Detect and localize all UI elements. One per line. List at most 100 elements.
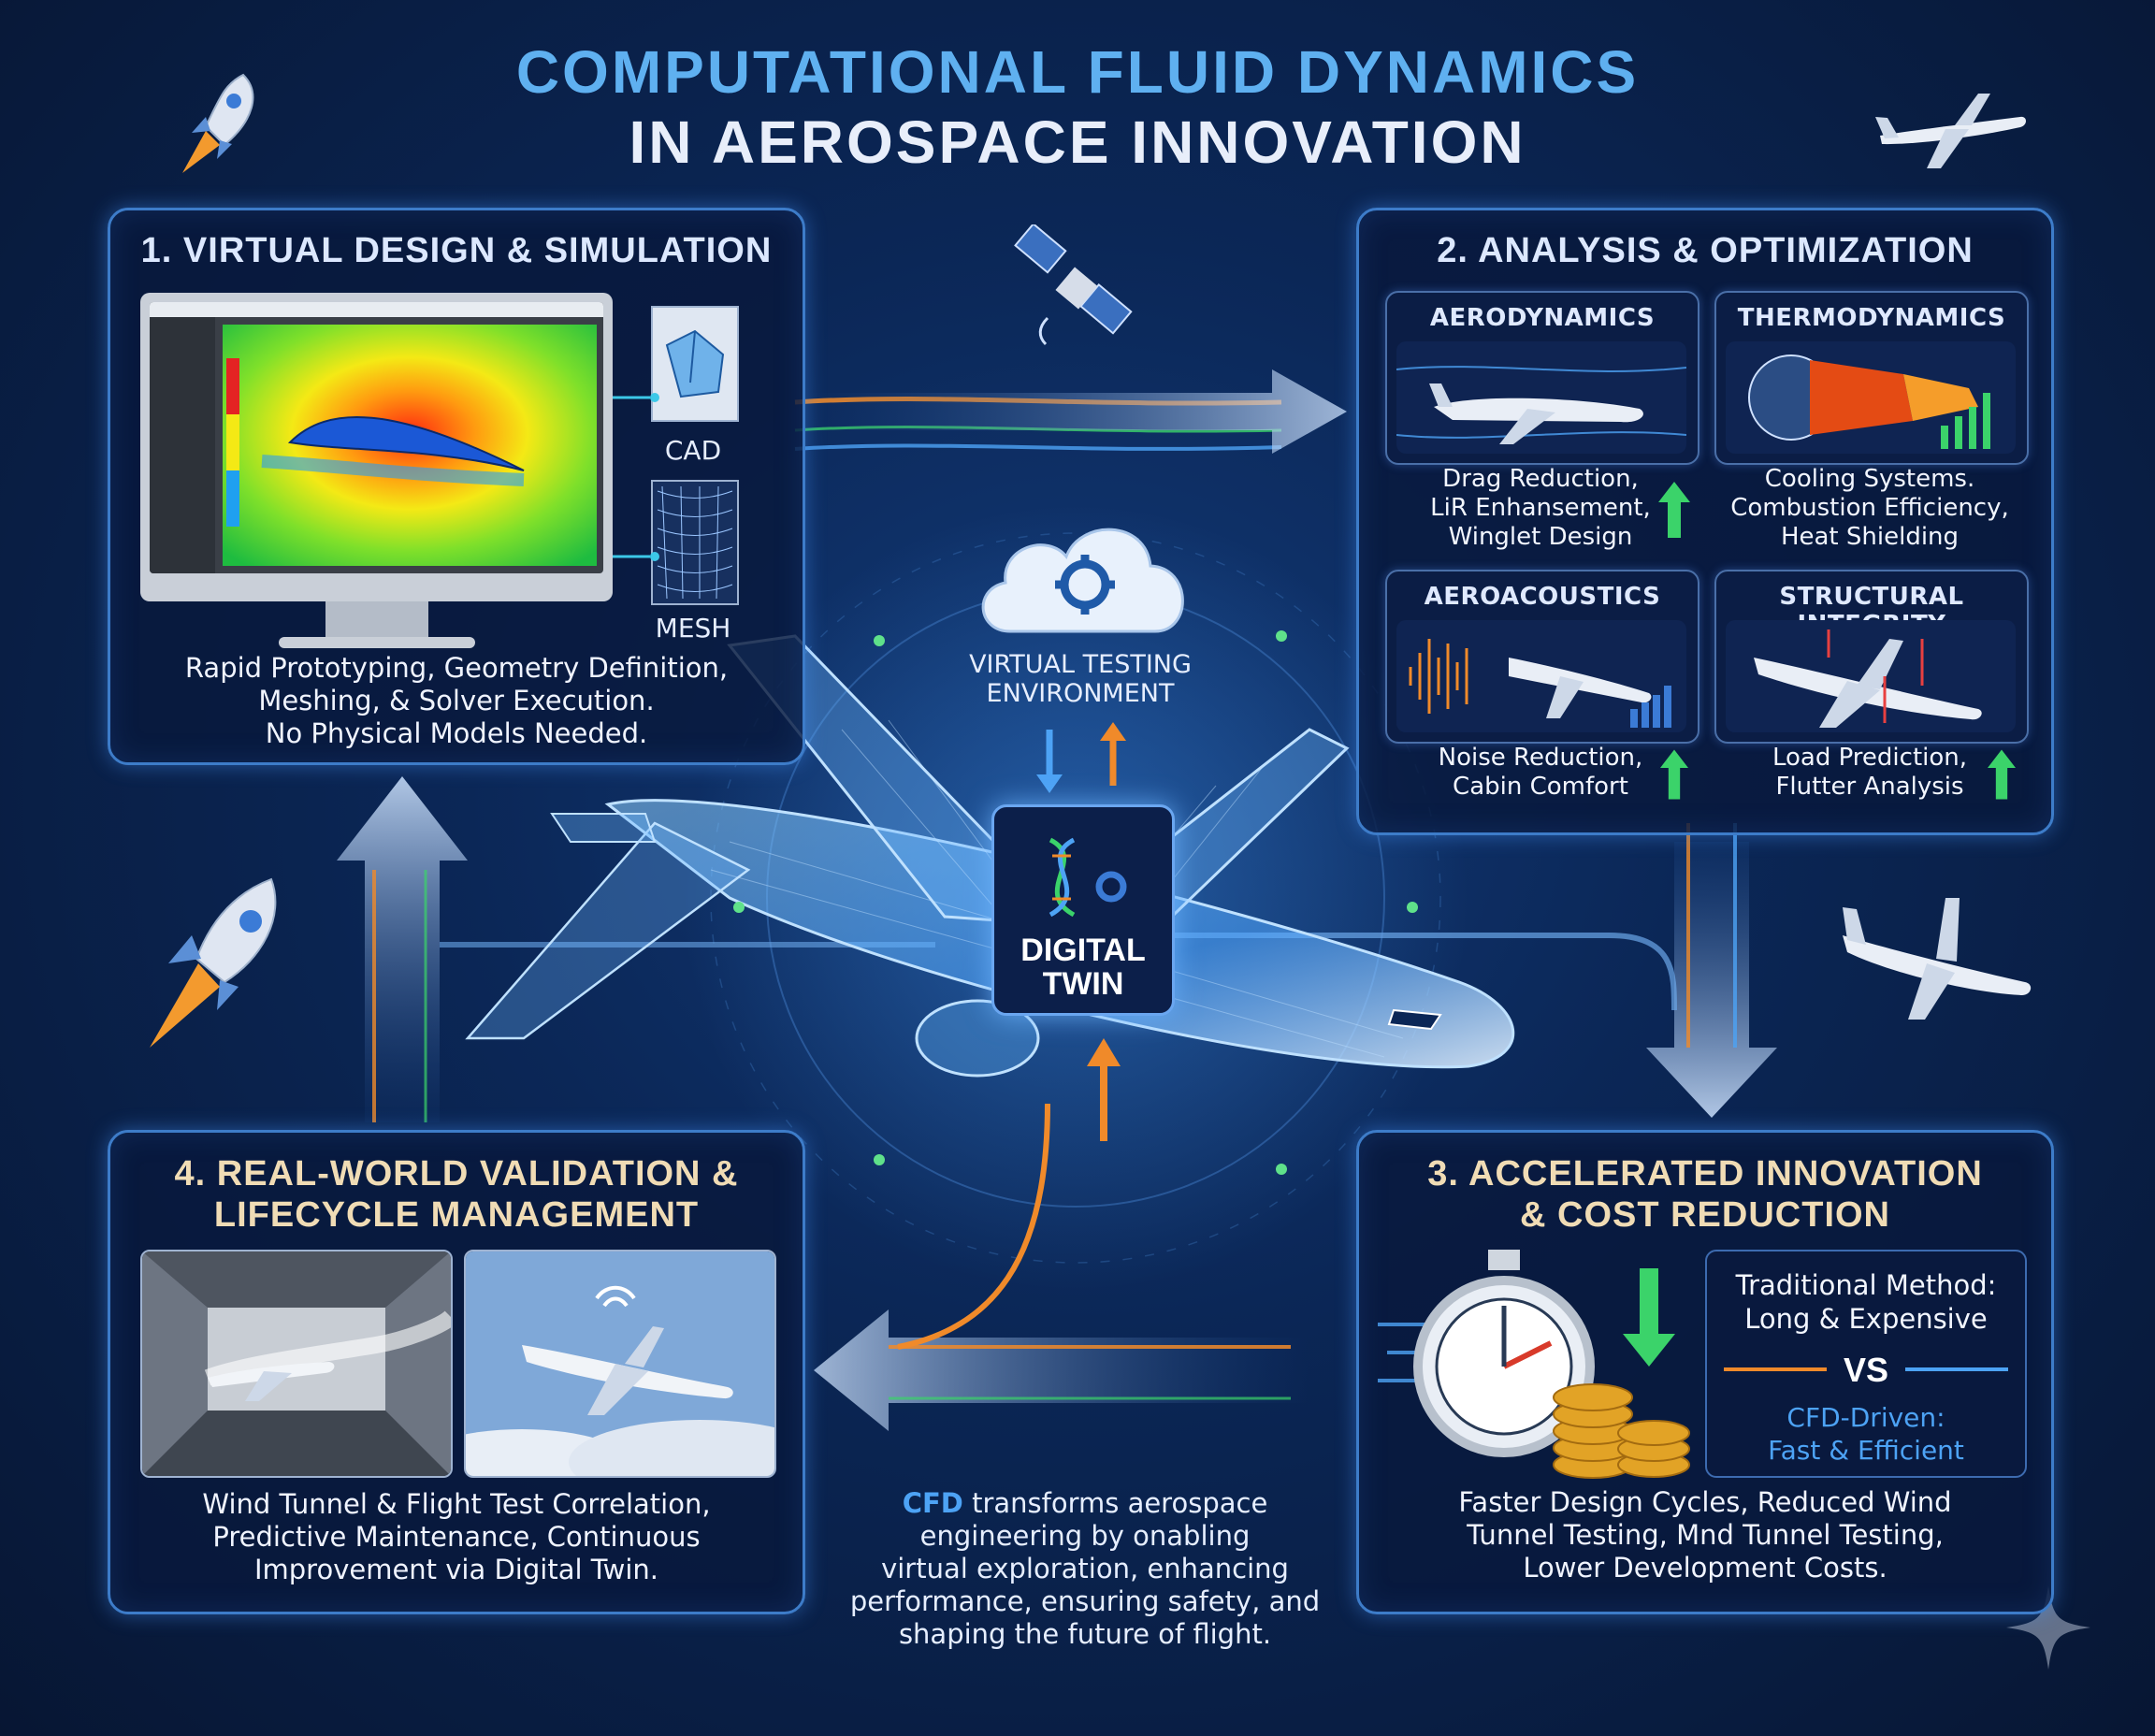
comparison-box: Traditional Method: Long & Expensive VS …	[1705, 1250, 2027, 1478]
twin-label-line: TWIN	[1042, 966, 1124, 1002]
note-line: shaping the future of flight.	[898, 1618, 1272, 1650]
digital-twin-label: DIGITAL TWIN	[994, 933, 1172, 1001]
vs-divider-right	[1905, 1367, 2008, 1371]
panel-title: 4. Real-World Validation & Lifecycle Man…	[110, 1153, 803, 1236]
thermodynamics-image	[1726, 341, 2016, 454]
note-line: performance, ensuring safety, and	[849, 1585, 1321, 1617]
card-title: Aerodynamics	[1429, 304, 1656, 332]
panel-title: 3. Accelerated Innovation & Cost Reducti…	[1359, 1153, 2051, 1236]
cad-model-icon	[665, 329, 725, 398]
note-line: engineering by onabling	[919, 1520, 1251, 1552]
airplane-icon	[1875, 94, 2026, 168]
card-aeroacoustics: Aeroacoustics	[1385, 570, 1699, 744]
cfd-driven-text: CFD-Driven: Fast & Efficient	[1707, 1401, 2025, 1467]
card-title: Aeroacoustics	[1424, 583, 1661, 611]
card-structural-integrity: Structural Integrity	[1714, 570, 2029, 744]
panel-validation-lifecycle: 4. Real-World Validation & Lifecycle Man…	[108, 1130, 805, 1614]
card-title: Thermodynamics	[1737, 304, 2006, 332]
traditional-line: Long & Expensive	[1744, 1303, 1988, 1335]
desc-line: No Physical Models Needed.	[265, 717, 648, 749]
mesh-thumbnail	[651, 480, 739, 605]
vs-label: VS	[1843, 1351, 1889, 1389]
card-text-line: Combustion Efficiency,	[1730, 494, 2009, 522]
monitor-display	[140, 293, 613, 601]
thermodynamics-text: Cooling Systems. Combustion Efficiency, …	[1714, 465, 2025, 552]
rocket-icon-2	[150, 877, 277, 1048]
cloud-label-line: VIRTUAL TESTING	[969, 650, 1192, 679]
cloud-label-line: ENVIRONMENT	[986, 679, 1175, 708]
card-text-line: Winglet Design	[1448, 523, 1633, 551]
up-arrow-icon	[1660, 749, 1688, 800]
panel-title-line: 4. Real-World Validation &	[174, 1154, 739, 1194]
panel-analysis-optimization: 2. Analysis & Optimization Aerodynamics …	[1356, 208, 2054, 835]
main-title-line1: Computational Fluid Dynamics	[515, 38, 1640, 106]
panel-title: 1. Virtual Design & Simulation	[140, 231, 773, 270]
cad-label: CAD	[664, 435, 722, 466]
arrow-to-validation	[814, 1309, 1309, 1431]
desc-line: Meshing, & Solver Execution.	[258, 685, 655, 716]
monitor-base	[279, 637, 475, 648]
card-text-line: Heat Shielding	[1780, 523, 1960, 551]
note-line: transforms aerospace	[962, 1487, 1268, 1519]
arrow-to-innovation	[1160, 823, 1777, 1118]
virtual-testing-label: VIRTUAL TESTING ENVIRONMENT	[926, 650, 1235, 708]
card-text-line: Cabin Comfort	[1453, 773, 1628, 801]
twin-label-line: DIGITAL	[1020, 933, 1146, 968]
cfd-simulation-image	[150, 302, 603, 573]
desc-line: Lower Development Costs.	[1523, 1552, 1887, 1584]
note-line: virtual exploration, enhancing	[881, 1553, 1289, 1584]
summary-note: CFD transforms aerospace engineering by …	[823, 1487, 1347, 1651]
panel-title-line: Lifecycle Management	[213, 1195, 700, 1235]
desc-line: Improvement via Digital Twin.	[253, 1554, 659, 1585]
monitor-stand	[325, 601, 428, 639]
structural-integrity-image	[1726, 620, 2016, 732]
aeroacoustics-image	[1396, 620, 1686, 732]
note-highlight: CFD	[902, 1487, 963, 1519]
note-line-1: CFD transforms aerospace	[823, 1487, 1347, 1520]
airplane-icon-2	[1843, 898, 2032, 1020]
panel-title-line: 3. Accelerated Innovation	[1427, 1154, 1983, 1194]
flight-test-image	[464, 1250, 776, 1478]
digital-twin-box: DIGITAL TWIN	[991, 804, 1175, 1016]
arrow-to-analysis	[794, 369, 1347, 454]
rocket-icon	[182, 73, 254, 173]
card-text-line: Load Prediction,	[1772, 744, 1968, 772]
panel-description: Rapid Prototyping, Geometry Definition, …	[110, 652, 803, 750]
dna-gear-icon	[1049, 837, 1127, 918]
panel-title: 2. Analysis & Optimization	[1437, 231, 1974, 270]
aerodynamics-image	[1396, 341, 1686, 454]
cad-thumbnail	[651, 306, 739, 422]
satellite-icon	[1014, 224, 1133, 346]
mesh-label: MESH	[655, 613, 731, 644]
traditional-method-text: Traditional Method: Long & Expensive	[1707, 1268, 2025, 1336]
stopwatch-coins-icon	[1378, 1250, 1690, 1479]
desc-line: Faster Design Cycles, Reduced Wind	[1458, 1486, 1952, 1518]
panel-innovation-cost: 3. Accelerated Innovation & Cost Reducti…	[1356, 1130, 2054, 1614]
desc-line: Wind Tunnel & Flight Test Correlation,	[202, 1488, 711, 1520]
aeroacoustics-text: Noise Reduction, Cabin Comfort	[1385, 744, 1696, 802]
card-text-line: Noise Reduction,	[1438, 744, 1643, 772]
desc-line: Rapid Prototyping, Geometry Definition,	[184, 652, 729, 684]
traditional-line: Traditional Method:	[1735, 1269, 1997, 1301]
card-thermodynamics: Thermodynamics	[1714, 291, 2029, 465]
panel-title-line: & Cost Reduction	[1520, 1195, 1890, 1235]
card-text-line: LiR Enhansement,	[1430, 494, 1651, 522]
aerodynamics-text: Drag Reduction, LiR Enhansement, Winglet…	[1385, 465, 1696, 552]
card-text-line: Flutter Analysis	[1775, 773, 1964, 801]
cfd-line: Fast & Efficient	[1768, 1435, 1964, 1466]
card-text-line: Drag Reduction,	[1442, 465, 1639, 493]
wind-tunnel-image	[140, 1250, 453, 1478]
sparkle-icon	[2006, 1585, 2090, 1670]
desc-line: Predictive Maintenance, Continuous	[212, 1521, 701, 1553]
panel-description: Faster Design Cycles, Reduced Wind Tunne…	[1359, 1486, 2051, 1584]
card-aerodynamics: Aerodynamics	[1385, 291, 1699, 465]
panel-description: Wind Tunnel & Flight Test Correlation, P…	[110, 1488, 803, 1586]
main-title-line2: in Aerospace Innovation	[629, 108, 1526, 176]
structural-integrity-text: Load Prediction, Flutter Analysis	[1714, 744, 2025, 802]
vs-divider-left	[1724, 1367, 1827, 1371]
cfd-line: CFD-Driven:	[1786, 1402, 1945, 1433]
connector-lines	[613, 393, 659, 561]
up-arrow-icon	[1658, 482, 1690, 538]
cloud-icon	[981, 528, 1184, 633]
desc-line: Tunnel Testing, Mnd Tunnel Testing,	[1467, 1519, 1944, 1551]
